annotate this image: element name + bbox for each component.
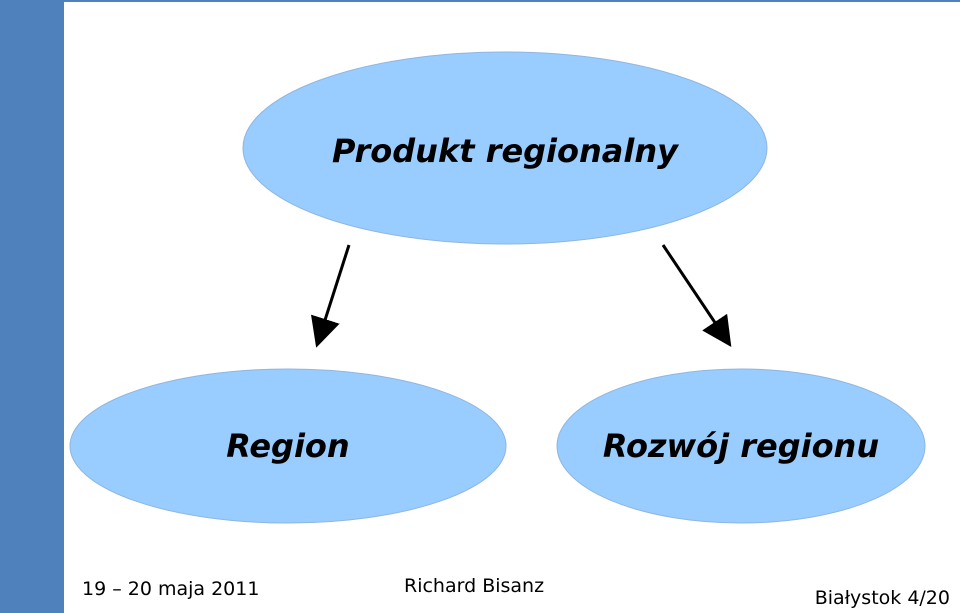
top-node: Produkt regionalny (242, 51, 768, 245)
footer-date: 19 – 20 maja 2011 (82, 578, 260, 600)
footer-author: Richard Bisanz (404, 575, 545, 597)
arrow-to-left-node (311, 244, 351, 348)
right-node: Rozwój regionu (556, 368, 926, 524)
footer-place-page: Białystok 4/20 (814, 587, 950, 609)
left-side-bar (0, 0, 64, 613)
right-node-label: Rozwój regionu (603, 427, 879, 465)
top-rule (0, 0, 960, 2)
arrow-to-right-node (661, 244, 732, 347)
left-node: Region (69, 368, 507, 524)
left-node-label: Region (226, 427, 349, 465)
top-node-label: Produkt regionalny (332, 132, 679, 170)
